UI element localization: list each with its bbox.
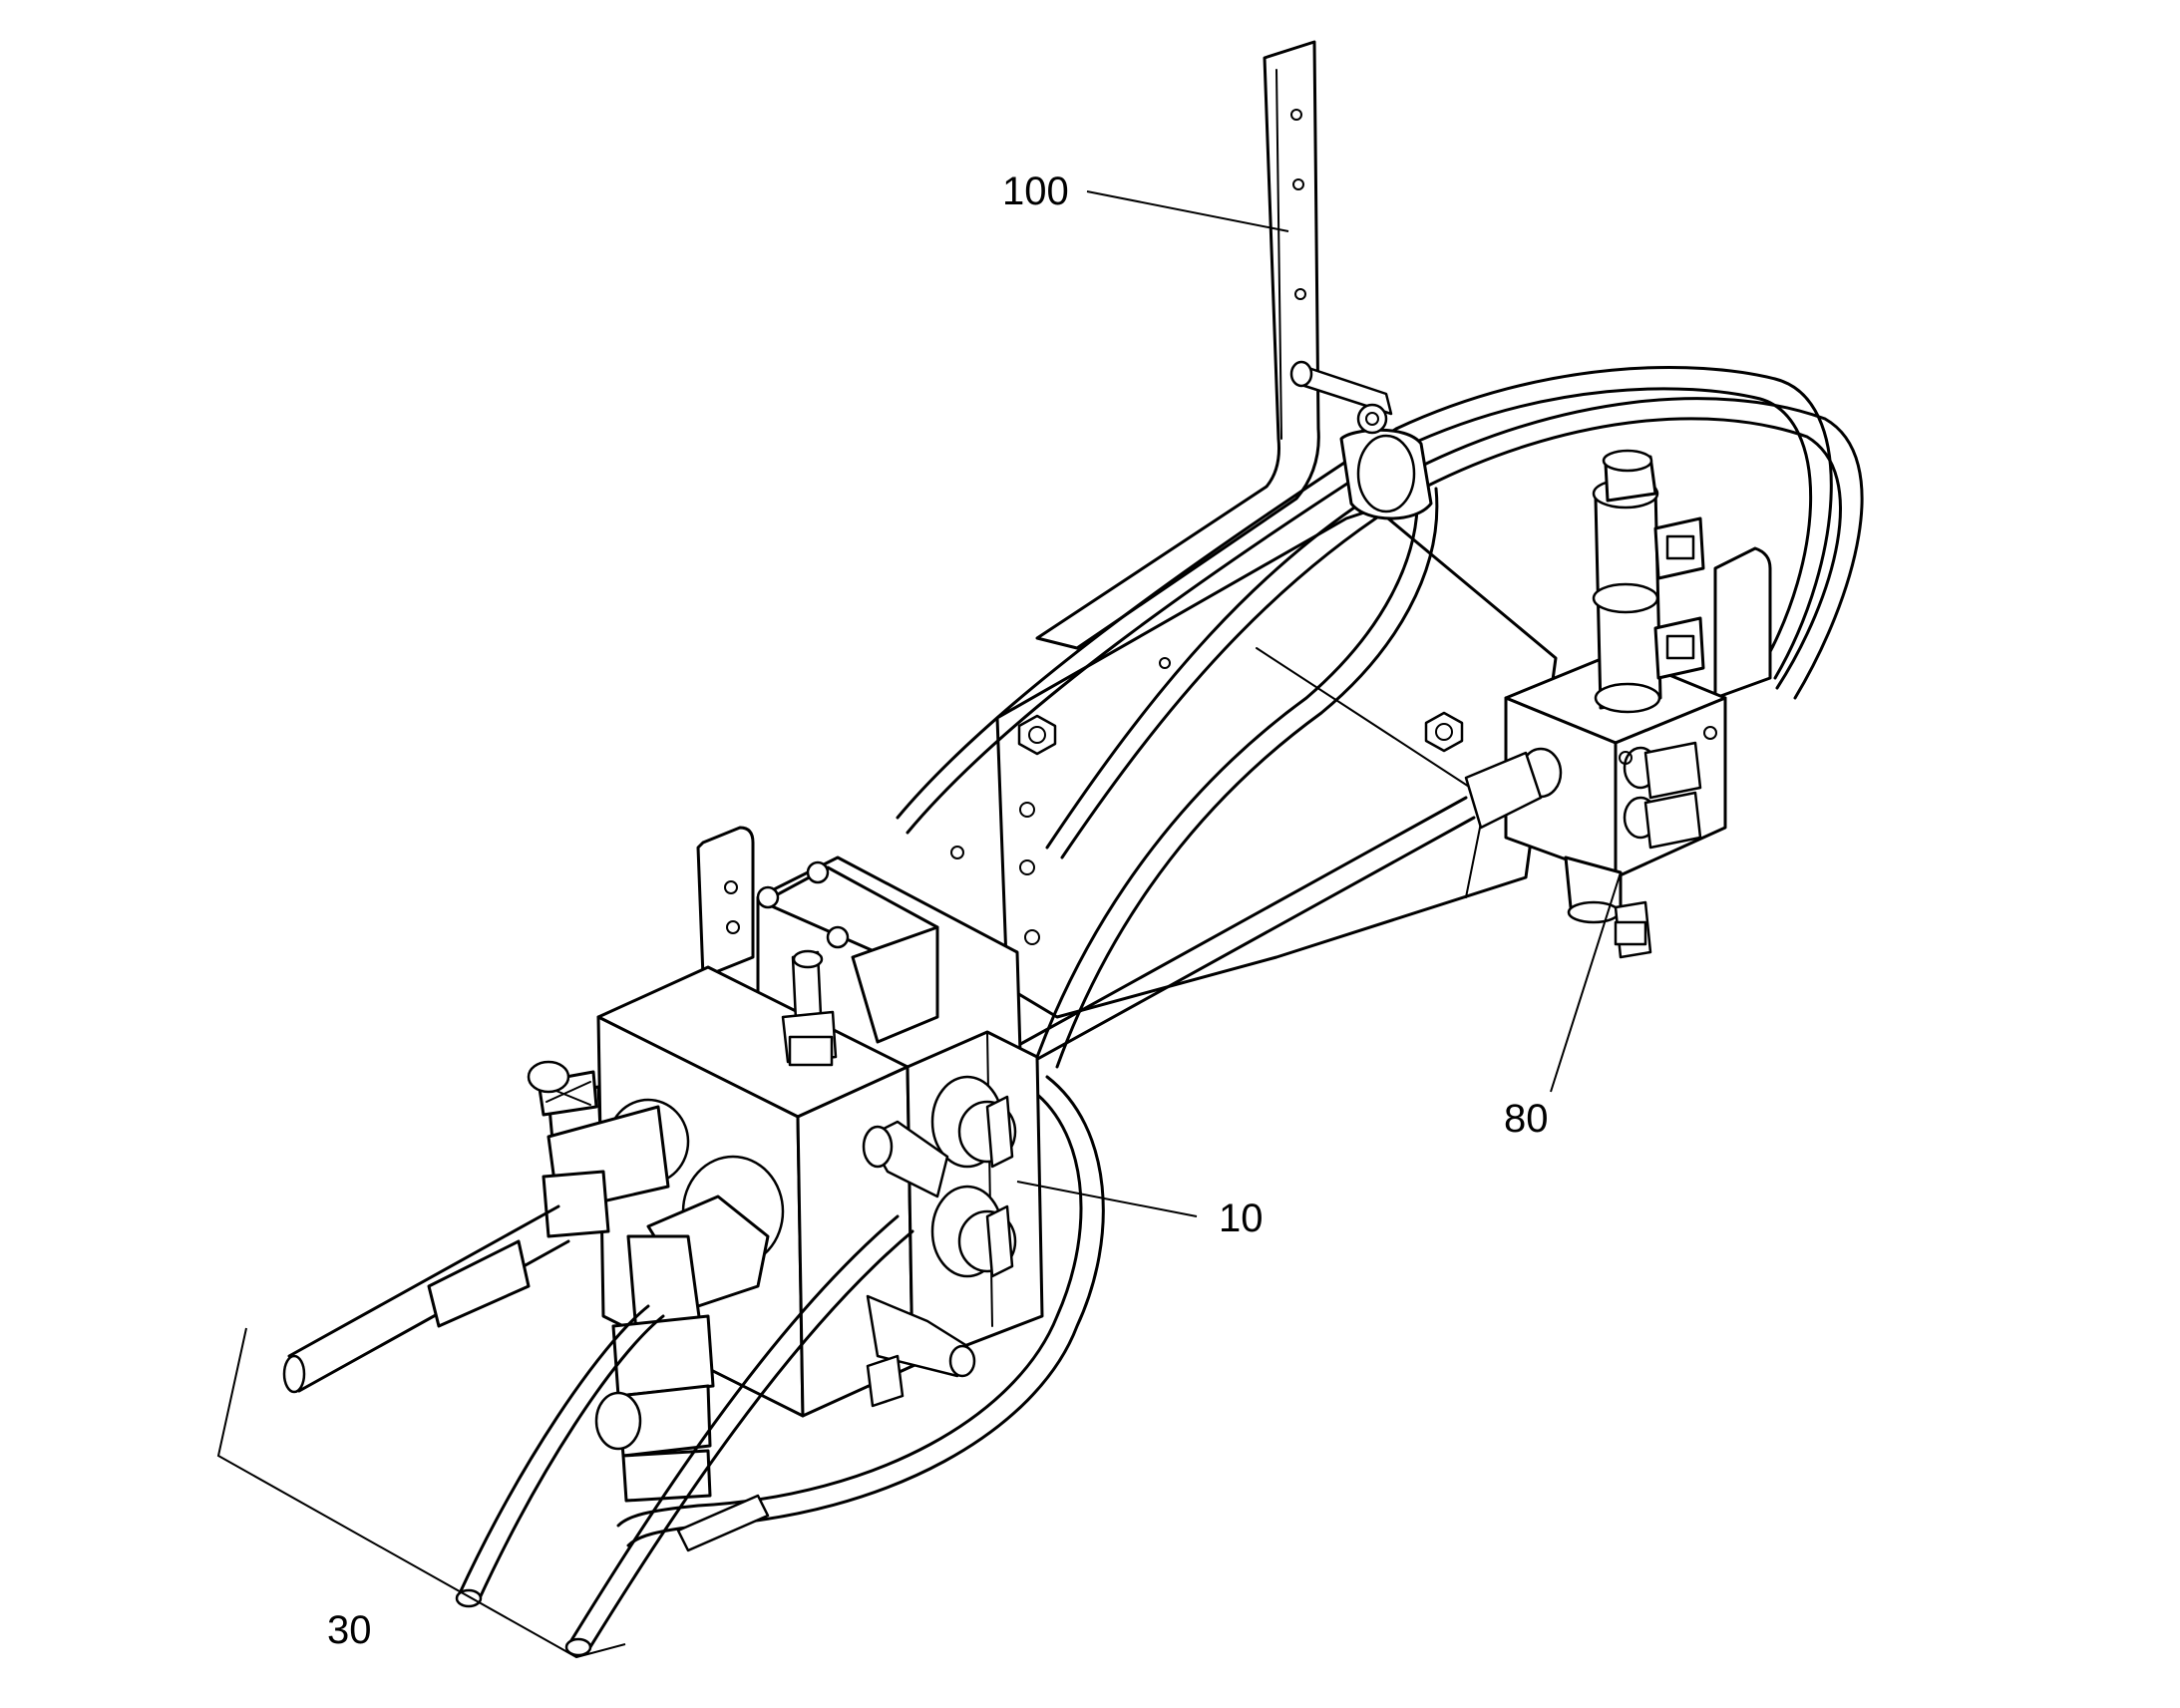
port-fitting <box>1464 747 1563 830</box>
bottom-coupler <box>866 1294 976 1408</box>
label-30: 30 <box>327 1608 372 1652</box>
bolt-head <box>1424 711 1464 753</box>
back-plate <box>950 507 1558 1019</box>
coil-connector <box>1653 516 1705 580</box>
leader-line-100 <box>1086 190 1289 232</box>
hose-loops <box>616 365 1864 1547</box>
label-10: 10 <box>1219 1196 1264 1240</box>
coil-connector <box>1653 616 1705 680</box>
elbow-fitting <box>594 1195 770 1503</box>
leader-line-80 <box>1550 871 1622 1093</box>
bracket-line-30 <box>216 1327 626 1659</box>
mounting-bracket <box>1035 40 1393 650</box>
port-fitting <box>930 1075 1017 1169</box>
tee-fitting <box>527 1060 670 1238</box>
valve-block <box>527 826 1044 1503</box>
quick-coupler <box>781 949 838 1067</box>
label-100: 100 <box>1002 170 1069 213</box>
leader-lines <box>216 190 1622 1659</box>
leader-line-10 <box>1016 1181 1198 1217</box>
solenoid-valve <box>1464 449 1772 959</box>
label-80: 80 <box>1504 1097 1549 1141</box>
elbow-fitting <box>862 1120 949 1198</box>
hose-clamp <box>1339 403 1433 520</box>
port-fitting <box>930 1185 1017 1278</box>
hose-bundle <box>282 1204 914 1657</box>
bolt-head <box>1017 714 1057 756</box>
